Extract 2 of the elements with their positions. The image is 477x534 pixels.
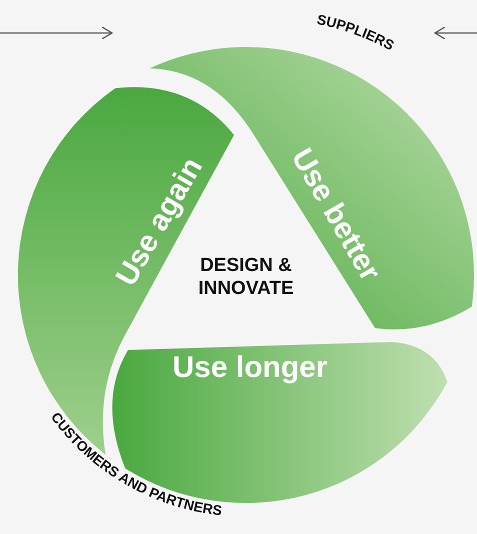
segment-label: Use longer: [172, 351, 328, 385]
center-label: DESIGN & INNOVATE: [197, 254, 295, 300]
